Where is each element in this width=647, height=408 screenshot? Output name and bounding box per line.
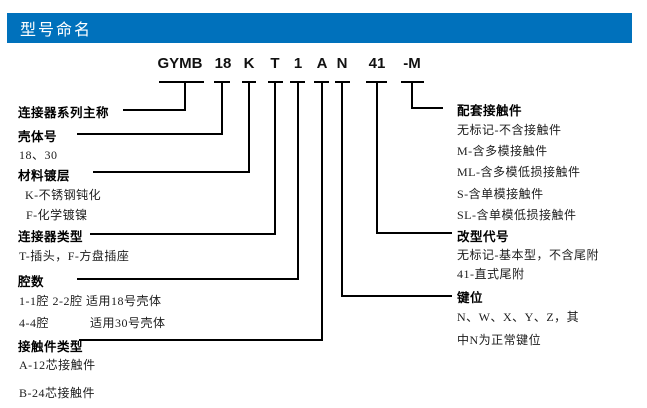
- right-item-mating-4: S-含单模接触件: [457, 187, 544, 201]
- section-title: 型号命名: [20, 22, 93, 39]
- right-label-variant: 改型代号: [457, 230, 510, 244]
- left-label-type: 连接器类型: [18, 230, 84, 244]
- leader-line-mating: [411, 107, 443, 109]
- drop-line-shell: [221, 81, 223, 135]
- drop-line-variant: [376, 81, 378, 234]
- leader-line-plating: [93, 171, 250, 173]
- left-label-shell: 壳体号: [18, 130, 58, 144]
- left-label-cavity: 腔数: [18, 275, 45, 289]
- right-label-mating: 配套接触件: [457, 104, 523, 118]
- right-item-key-1: N、W、X、Y、Z，其: [457, 310, 580, 324]
- section-header-bar: 型号命名: [7, 13, 632, 43]
- bracket-bar-series: [159, 81, 204, 83]
- code-part-contact: A: [316, 55, 328, 72]
- leader-line-cavity: [77, 278, 299, 280]
- left-label-series: 连接器系列主称: [18, 106, 110, 120]
- left-item-plating-1: K-不锈钢钝化: [25, 188, 102, 202]
- drop-line-contact: [321, 81, 323, 341]
- left-item-cavity-1: 1-1腔 2-2腔 适用18号壳体: [19, 294, 162, 308]
- code-part-variant: 41: [368, 55, 386, 72]
- drop-line-series: [184, 81, 186, 111]
- code-part-series: GYMB: [157, 55, 203, 72]
- drop-line-cavity: [297, 81, 299, 280]
- right-label-key: 键位: [457, 291, 484, 305]
- drop-line-type: [274, 81, 276, 235]
- left-item-contact-1: A-12芯接触件: [19, 358, 96, 372]
- right-item-mating-3: ML-含多模低损接触件: [457, 165, 581, 179]
- drop-line-mating: [411, 81, 413, 109]
- leader-line-shell: [77, 133, 223, 135]
- leader-line-variant: [376, 232, 452, 234]
- leader-line-series: [123, 109, 186, 111]
- code-part-key: N: [336, 55, 348, 72]
- code-part-plating: K: [243, 55, 255, 72]
- left-item-plating-2: F-化学镀镍: [26, 208, 88, 222]
- right-item-key-2: 中N为正常键位: [457, 333, 542, 347]
- left-item-cavity-2: 4-4腔 适用30号壳体: [19, 316, 166, 330]
- left-item-contact-2: B-24芯接触件: [19, 386, 96, 400]
- code-part-type: T: [270, 55, 280, 72]
- left-item-shell: 18、30: [19, 148, 58, 162]
- right-item-mating-5: SL-含单模低损接触件: [457, 208, 577, 222]
- right-item-variant-1: 无标记-基本型，不含尾附: [457, 248, 599, 262]
- code-part-cavity: 1: [293, 55, 303, 72]
- left-label-contact: 接触件类型: [18, 340, 84, 354]
- left-item-type: T-插头，F-方盘插座: [19, 249, 130, 263]
- left-label-plating: 材料镀层: [18, 169, 71, 183]
- drop-line-key: [341, 81, 343, 297]
- code-part-shell: 18: [214, 55, 232, 72]
- code-part-mating: -M: [403, 55, 421, 72]
- leader-line-type: [90, 233, 276, 235]
- right-item-mating-1: 无标记-不含接触件: [457, 123, 562, 137]
- drop-line-plating: [248, 81, 250, 173]
- right-item-variant-2: 41-直式尾附: [457, 267, 525, 281]
- leader-line-key: [341, 295, 452, 297]
- leader-line-contact: [79, 339, 323, 341]
- right-item-mating-2: M-含多模接触件: [457, 144, 548, 158]
